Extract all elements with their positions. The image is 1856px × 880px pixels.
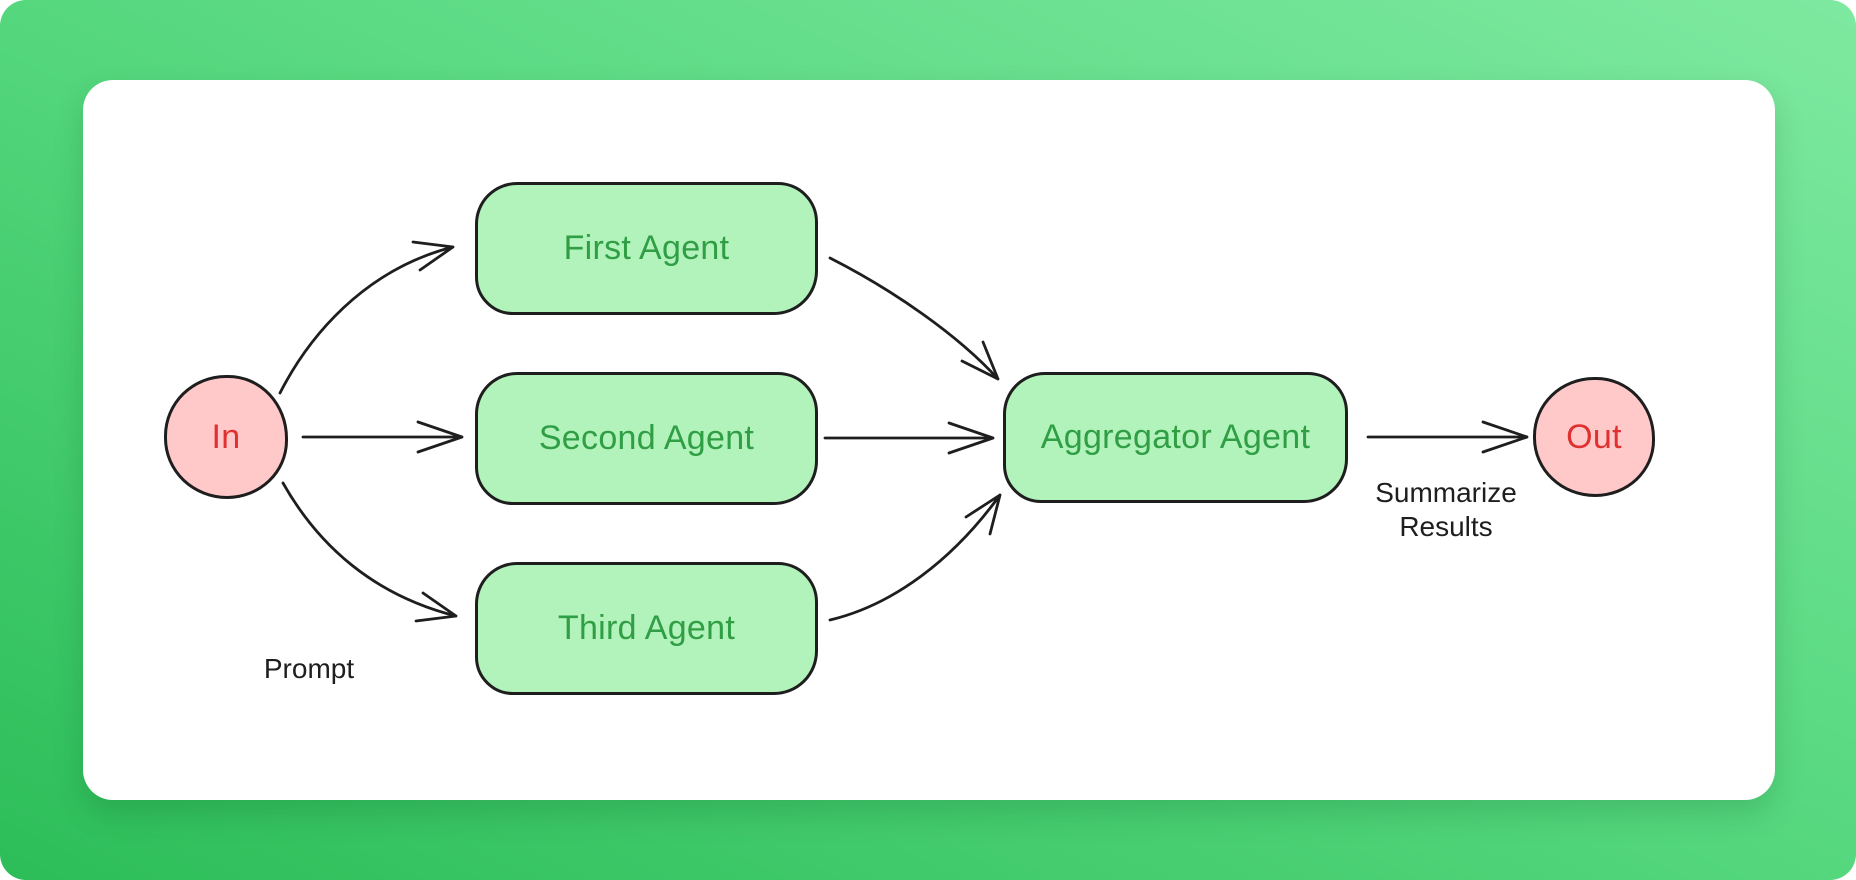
edge-aggregator-to-out — [1366, 420, 1529, 454]
node-out: Out — [1533, 377, 1655, 497]
edge-in-to-second-agent — [301, 420, 464, 454]
edge-in-to-third-agent — [281, 481, 458, 623]
node-second-agent-label: Second Agent — [538, 419, 755, 457]
node-second-agent: Second Agent — [475, 372, 818, 505]
edges-layer — [278, 240, 1529, 623]
edge-label-summarize-results: Summarize Results — [1375, 477, 1517, 542]
node-in: In — [164, 375, 288, 499]
node-third-agent-label: Third Agent — [557, 609, 736, 647]
node-aggregator-agent: Aggregator Agent — [1003, 372, 1348, 503]
node-third-agent: Third Agent — [475, 562, 818, 695]
edge-first-agent-to-aggregator — [828, 256, 1000, 381]
node-aggregator-agent-label: Aggregator Agent — [1040, 418, 1311, 456]
edge-third-agent-to-aggregator — [828, 493, 1002, 622]
node-out-label: Out — [1566, 417, 1622, 456]
node-in-label: In — [211, 417, 241, 456]
edge-label-prompt: Prompt — [263, 653, 355, 684]
node-first-agent-label: First Agent — [563, 229, 730, 267]
diagram-canvas: In First Agent Second Agent Third Agent … — [83, 80, 1775, 800]
edge-second-agent-to-aggregator — [823, 421, 995, 455]
edge-in-to-first-agent — [278, 240, 455, 395]
node-first-agent: First Agent — [475, 182, 818, 315]
